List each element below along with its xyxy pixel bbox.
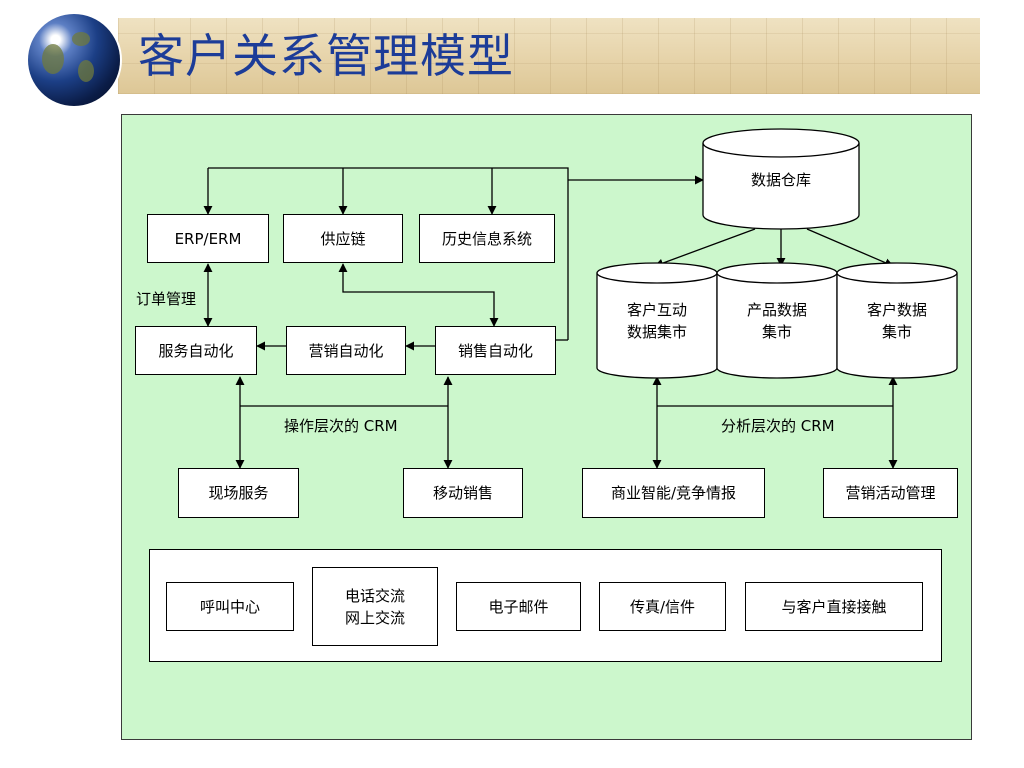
node-sales-automation: 销售自动化 <box>435 326 556 375</box>
header-banner <box>118 18 980 94</box>
globe-icon <box>28 14 120 106</box>
mart-product-label: 产品数据 集市 <box>746 301 807 341</box>
page-title: 客户关系管理模型 <box>138 29 514 83</box>
channel-fax-letter: 传真/信件 <box>599 582 726 631</box>
channel-direct-contact: 与客户直接接触 <box>745 582 923 631</box>
node-history-system: 历史信息系统 <box>419 214 555 263</box>
label-order-management: 订单管理 <box>136 290 197 308</box>
node-campaign-management: 营销活动管理 <box>823 468 958 518</box>
label-operational-crm: 操作层次的 CRM <box>284 417 398 435</box>
mart-interaction-label: 客户互动 数据集市 <box>626 301 687 341</box>
channel-phone-web: 电话交流 网上交流 <box>312 567 438 646</box>
mart-customer-label: 客户数据 集市 <box>866 301 927 341</box>
label-analytical-crm: 分析层次的 CRM <box>721 417 835 435</box>
channel-email: 电子邮件 <box>456 582 581 631</box>
node-erp-erm: ERP/ERM <box>147 214 269 263</box>
node-mobile-sales: 移动销售 <box>403 468 523 518</box>
node-marketing-automation: 营销自动化 <box>286 326 406 375</box>
node-service-automation: 服务自动化 <box>135 326 257 375</box>
warehouse-label: 数据仓库 <box>750 171 811 189</box>
channel-call-center: 呼叫中心 <box>166 582 294 631</box>
node-field-service: 现场服务 <box>178 468 299 518</box>
node-business-intelligence: 商业智能/竞争情报 <box>582 468 765 518</box>
node-supply-chain: 供应链 <box>283 214 403 263</box>
